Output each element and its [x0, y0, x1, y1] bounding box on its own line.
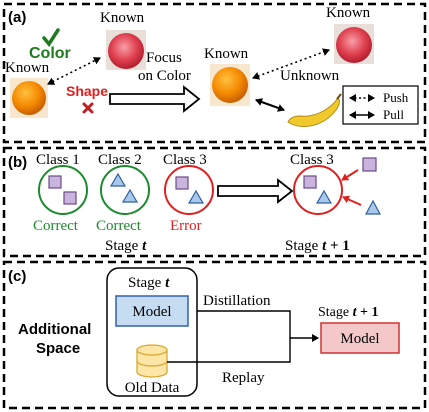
- square-shape: [303, 175, 317, 189]
- panel-c-label: (c): [8, 268, 26, 285]
- class3-circle: [164, 165, 214, 215]
- focus-label-line2: on Color: [138, 68, 191, 84]
- apple-image-right: [334, 24, 374, 64]
- stage-t-label-c: Stage t: [128, 275, 170, 291]
- cross-icon: [82, 102, 94, 114]
- stage-t1-label-c: Stage t + 1: [318, 305, 378, 320]
- square-shape-outside: [362, 157, 377, 172]
- distillation-arrow: [197, 310, 319, 342]
- class3-label: Class 3: [163, 152, 207, 168]
- model-box-left: [115, 295, 189, 327]
- apple-image-top: [106, 30, 146, 70]
- panel-a-border: [2, 2, 427, 144]
- orange-image-center: [210, 64, 250, 106]
- class3-circle-right: [293, 165, 343, 215]
- known-label-center: Known: [204, 46, 249, 62]
- red-arrow-top: [341, 169, 359, 181]
- stage-t1-label-b: Stage t + 1: [285, 238, 350, 254]
- color-label: Color: [29, 45, 71, 62]
- legend-push-label: Push: [383, 90, 409, 105]
- triangle-shape: [315, 189, 333, 204]
- orange-image-left: [10, 78, 48, 118]
- legend-pull-label: Pull: [383, 107, 404, 122]
- correct-label-1: Correct: [33, 218, 79, 234]
- class1-label: Class 1: [36, 152, 80, 168]
- pull-arrow: [255, 98, 285, 112]
- focus-label-line1: Focus: [146, 50, 182, 66]
- known-label-right: Known: [326, 5, 371, 21]
- panel-b-border: [2, 146, 427, 258]
- class2-label: Class 2: [98, 152, 142, 168]
- class2-circle: [100, 165, 150, 215]
- panel-b-label: (b): [8, 154, 27, 171]
- class3-label-right: Class 3: [290, 152, 334, 168]
- push-arrow-right: [252, 48, 330, 80]
- distillation-label: Distillation: [203, 293, 271, 309]
- focus-arrow: [109, 85, 201, 113]
- additional-space-line1: Additional: [18, 321, 91, 338]
- model-label-left: Model: [132, 304, 171, 320]
- triangle-shape: [109, 172, 127, 187]
- triangle-shape: [121, 188, 139, 203]
- triangle-shape-outside: [364, 199, 382, 215]
- model-box-right: [320, 322, 400, 354]
- triangle-shape: [187, 189, 205, 204]
- error-label: Error: [170, 218, 202, 234]
- square-shape: [63, 191, 77, 205]
- unknown-label: Unknown: [280, 68, 340, 84]
- panel-c-border: [2, 260, 427, 410]
- square-shape: [175, 176, 189, 190]
- checkmark-icon: [42, 28, 60, 47]
- known-label-left: Known: [5, 60, 50, 76]
- stage-t-label-b: Stage t: [105, 238, 147, 254]
- shape-label: Shape: [66, 83, 108, 99]
- replay-arrow: [167, 338, 291, 363]
- red-arrow-bottom: [342, 195, 362, 206]
- class1-circle: [38, 165, 88, 215]
- banana-image: [287, 93, 342, 127]
- replay-label: Replay: [222, 370, 265, 386]
- correct-label-2: Correct: [96, 218, 142, 234]
- additional-space-line2: Space: [36, 340, 80, 357]
- old-data-label: Old Data: [125, 380, 180, 396]
- model-label-right: Model: [340, 331, 379, 347]
- square-shape: [48, 175, 62, 189]
- stage-transition-arrow: [217, 178, 294, 204]
- panel-a-label: (a): [8, 9, 26, 26]
- database-icon: [136, 344, 168, 378]
- known-label-top: Known: [100, 10, 145, 26]
